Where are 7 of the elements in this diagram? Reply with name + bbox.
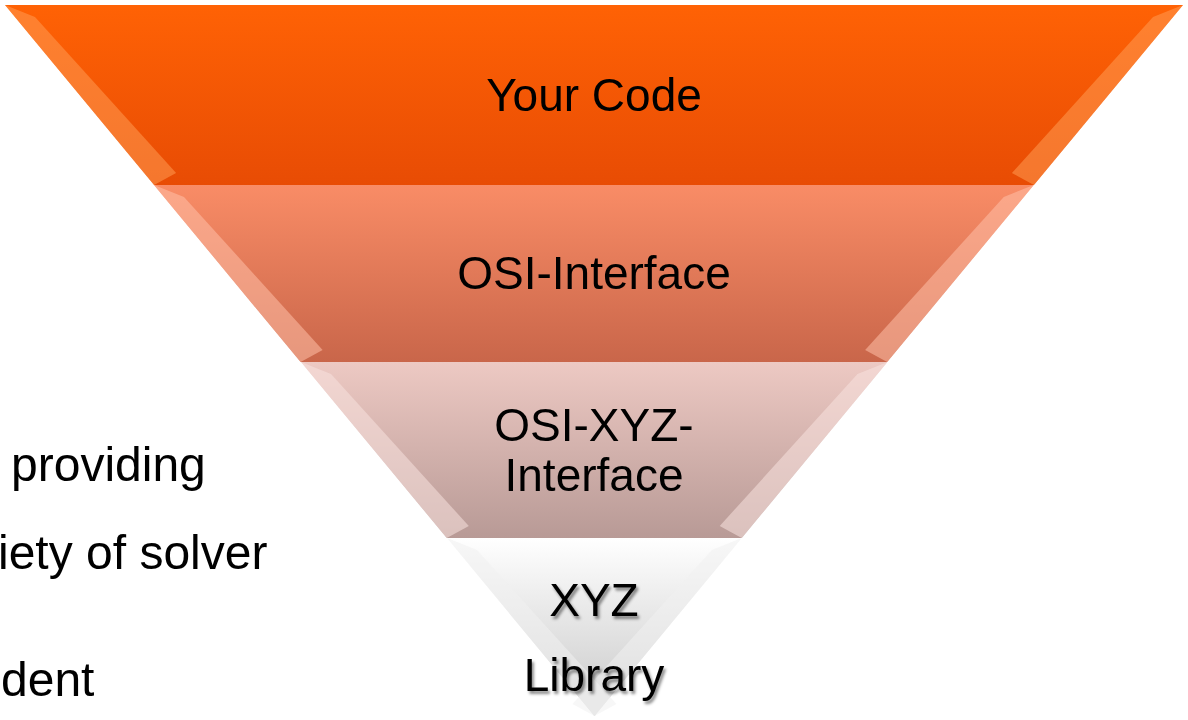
slide-text: iety of solver — [0, 525, 268, 581]
layer-label: OSI-XYZ-Interface — [493, 400, 695, 500]
layer-label: OSI-Interface — [456, 248, 732, 298]
slide-text: providing — [11, 437, 206, 493]
layer-label: Your Code — [485, 70, 703, 120]
slide-text: dent — [1, 652, 95, 708]
layer-label: XYZ Library — [522, 573, 666, 703]
